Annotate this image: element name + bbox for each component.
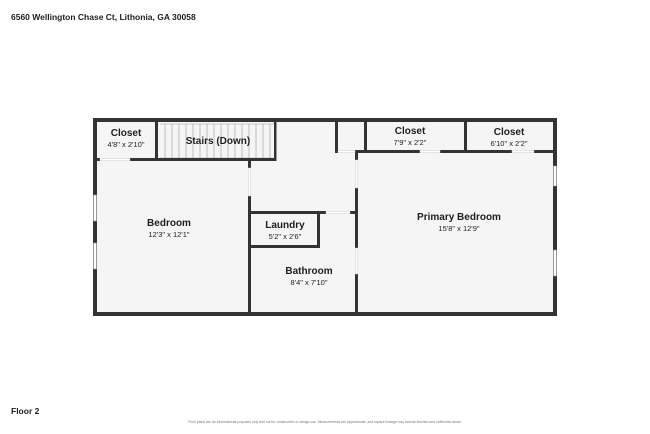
laundry-name: Laundry: [265, 220, 305, 231]
closet-right-dims: 6'10" x 2'2": [491, 139, 528, 148]
windows: [93, 165, 557, 277]
closet-left-name: Closet: [111, 128, 142, 139]
disclaimer: Floor plans are for informational purpos…: [188, 420, 462, 424]
stairs-treads: [160, 123, 274, 159]
bedroom-name: Bedroom: [147, 218, 191, 229]
bedroom-dims: 12'3" x 12'1": [148, 230, 189, 239]
door-marks: [99, 150, 535, 275]
primary-bedroom-dims: 15'8" x 12'9": [438, 224, 479, 233]
laundry-dims: 5'2" x 2'6": [269, 232, 302, 241]
closet-right-name: Closet: [494, 127, 525, 138]
closet-left-dims: 4'8" x 2'10": [108, 140, 145, 149]
floor-label: Floor 2: [11, 406, 40, 416]
primary-bedroom-name: Primary Bedroom: [417, 212, 501, 223]
closet-mid-name: Closet: [395, 126, 426, 137]
stairs-name: Stairs (Down): [186, 136, 250, 147]
closet-mid-dims: 7'9" x 2'2": [394, 138, 427, 147]
bathroom-name: Bathroom: [285, 266, 332, 277]
bathroom-dims: 8'4" x 7'10": [291, 278, 328, 287]
property-address: 6560 Wellington Chase Ct, Lithonia, GA 3…: [11, 12, 196, 22]
